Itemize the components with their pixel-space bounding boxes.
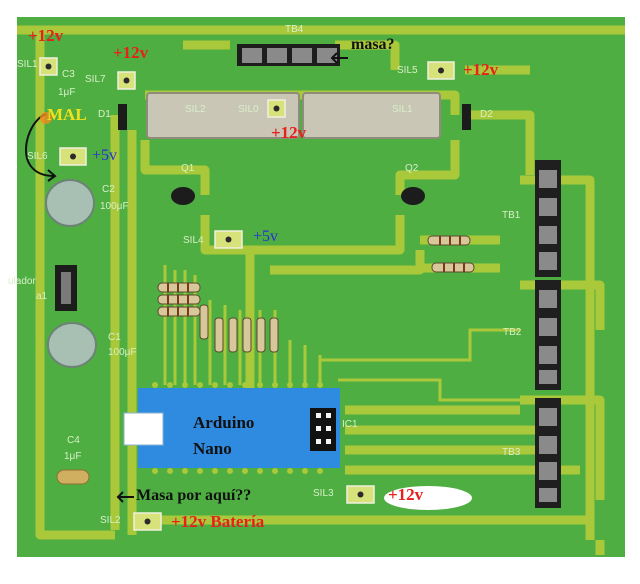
silk-regulator-a: ulador xyxy=(8,276,36,287)
silk-d2: D2 xyxy=(480,109,493,120)
silk-sil0: SIL0 xyxy=(238,104,259,115)
silk-tb3: TB3 xyxy=(502,447,521,458)
annotation-masa-por-aqui: Masa por aquí?? xyxy=(136,487,252,504)
annotation-12v-center: +12v xyxy=(271,123,307,142)
silk-sil7: SIL7 xyxy=(85,74,106,85)
masa-por-aqui-arrow xyxy=(116,491,134,503)
pcb-traces xyxy=(17,25,625,555)
silk-c4: C4 xyxy=(67,435,80,446)
silk-sil5: SIL5 xyxy=(397,65,418,76)
silk-sil1: SIL1 xyxy=(17,59,38,70)
silk-c3-value: 1μF xyxy=(58,87,76,98)
relay-sil2 xyxy=(146,92,300,139)
annotation-12v-top-left: +12v xyxy=(28,26,64,45)
silk-c1: C1 xyxy=(108,332,121,343)
silk-q2: Q2 xyxy=(405,163,419,174)
silk-tb1: TB1 xyxy=(502,210,521,221)
arduino-label-line2: Nano xyxy=(193,439,232,458)
annotation-masa: masa? xyxy=(351,36,395,53)
icsp-header xyxy=(310,408,336,451)
silk-c3: C3 xyxy=(62,69,75,80)
annotation-12v-bateria: +12v Batería xyxy=(171,512,265,531)
terminal-blocks xyxy=(535,160,561,508)
silk-d1: D1 xyxy=(98,109,111,120)
annotation-5v-sil4: +5v xyxy=(253,228,279,245)
masa-arrow xyxy=(330,52,348,64)
silk-sil2: SIL2 xyxy=(100,515,121,526)
silk-tb4: TB4 xyxy=(285,24,304,35)
silk-sil3: SIL3 xyxy=(313,488,334,499)
relay-sil1 xyxy=(302,92,441,139)
diode-d1 xyxy=(118,104,127,130)
mal-glow xyxy=(40,112,52,124)
diode-d2 xyxy=(462,104,471,130)
capacitor-c2 xyxy=(45,179,95,227)
transistor-q2 xyxy=(401,187,425,205)
annotation-12v-sil5: +12v xyxy=(463,60,499,79)
silk-sil6: SIL6 xyxy=(27,151,48,162)
tb4-header xyxy=(237,44,340,66)
silk-q1: Q1 xyxy=(181,163,195,174)
capacitor-c4 xyxy=(56,469,90,485)
arduino-label-line1: Arduino xyxy=(193,413,255,432)
silk-sil4: SIL4 xyxy=(183,235,204,246)
capacitor-c1 xyxy=(47,322,97,368)
arduino-nano xyxy=(123,382,340,474)
usb-connector xyxy=(123,412,164,446)
white-paint-mark xyxy=(384,486,472,510)
silk-tb2: TB2 xyxy=(503,327,522,338)
silk-c4-value: 1μF xyxy=(64,451,82,462)
annotation-12v-sil7: +12v xyxy=(113,43,149,62)
silk-c2-value: 100μF xyxy=(100,201,129,212)
annotation-12v-sil3: +12v xyxy=(388,485,424,504)
silk-c1-value: 100μF xyxy=(108,347,137,358)
silk-c2: C2 xyxy=(102,184,115,195)
silk-regulator-b: a1 xyxy=(36,291,48,302)
silk-sil1-relay: SIL1 xyxy=(392,104,413,115)
annotation-mal: MAL xyxy=(47,105,87,124)
annotation-5v-sil6: +5v xyxy=(92,147,118,164)
silk-ic1: IC1 xyxy=(342,419,358,430)
transistor-q1 xyxy=(171,187,195,205)
mal-arrow xyxy=(25,113,57,182)
silk-sil2-relay: SIL2 xyxy=(185,104,206,115)
